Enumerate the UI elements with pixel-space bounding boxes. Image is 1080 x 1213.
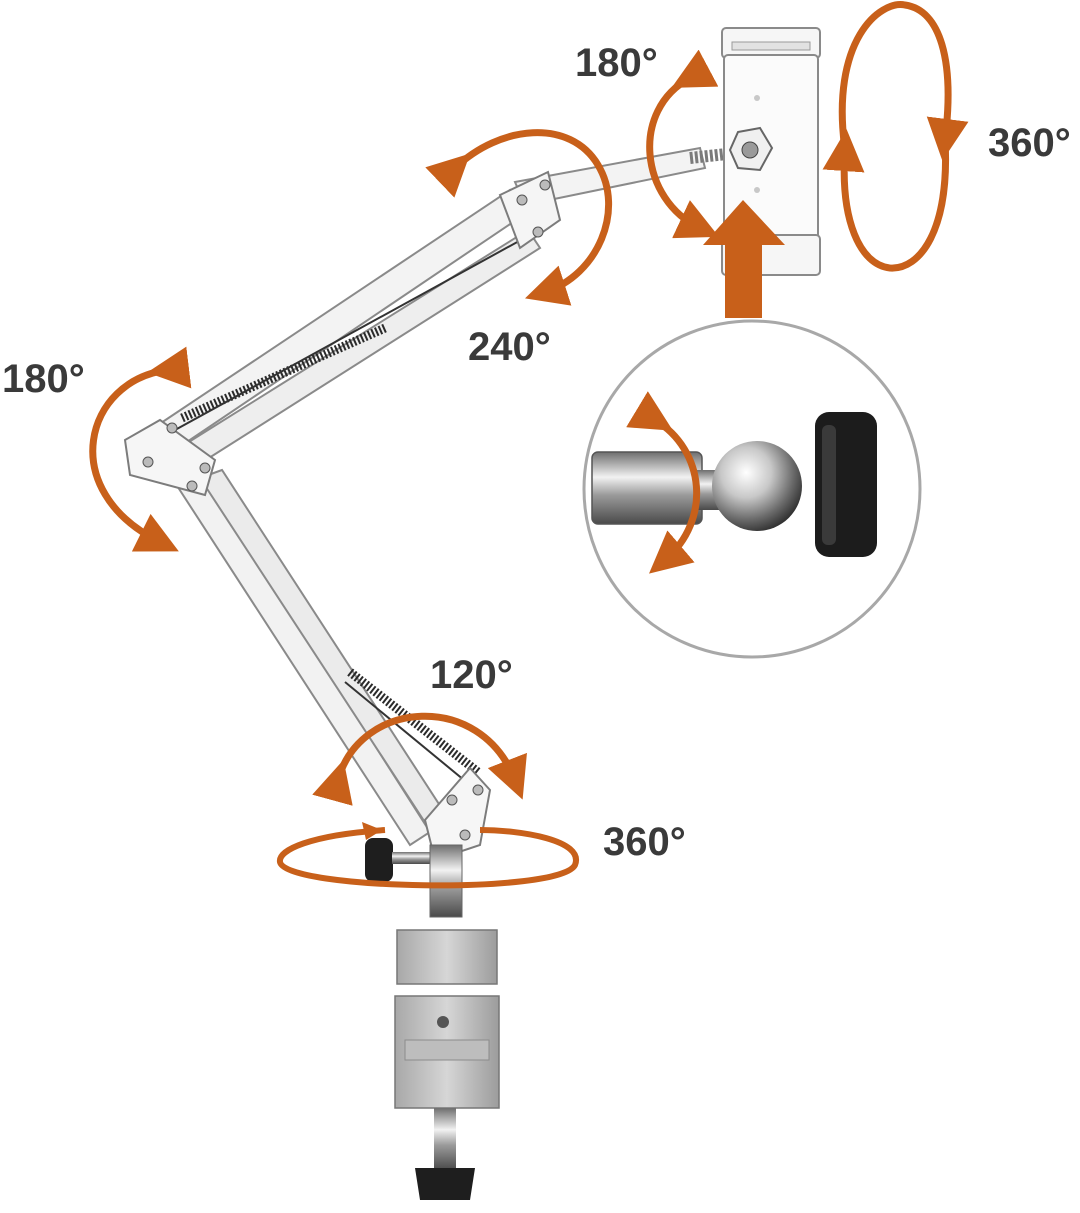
base-lock-knob: [365, 838, 393, 882]
lower-arm-bar-right: [198, 468, 450, 832]
rotation-arrows: [89, 1, 969, 889]
angle-labels: 180° 360° 240° 180° 120° 360°: [2, 41, 1071, 864]
forearm-joint-arrow: [425, 129, 613, 306]
holder-spin-arrow: [838, 1, 969, 161]
base-joint-label: 120°: [430, 653, 513, 697]
elbow-joint-arrow: [89, 346, 192, 552]
base-swivel-label: 360°: [603, 820, 686, 864]
desk-clamp: [394, 929, 500, 1200]
holder-tilt-label: 180°: [575, 41, 658, 85]
base-post: [429, 844, 463, 918]
forearm-joint-label: 240°: [468, 325, 551, 369]
clamp-screw-hole: [437, 1016, 449, 1028]
base-swivel-arrow: [277, 827, 579, 889]
base-joint-arrow: [312, 712, 527, 806]
inset-ball: [712, 441, 802, 531]
elbow-joint-label: 180°: [2, 357, 85, 401]
holder-tilt-arrow: [646, 49, 720, 239]
clamp-screw: [434, 1108, 456, 1170]
zoom-pointer-arrow: [703, 200, 785, 318]
ball-joint-inset: [582, 319, 922, 659]
clamp-top-plate: [396, 929, 498, 985]
lower-arm-spring: [347, 668, 481, 776]
upper-arm-spring: [180, 323, 387, 423]
lower-arm-bar-left: [170, 466, 432, 847]
holder-spin-arrow-2: [822, 129, 950, 272]
inset-rotation-arrow: [626, 391, 701, 574]
holder-spin-label: 360°: [988, 121, 1071, 165]
forearm-joint-plate: [498, 170, 562, 250]
clamp-knob: [415, 1168, 475, 1200]
inset-tube: [591, 451, 703, 525]
